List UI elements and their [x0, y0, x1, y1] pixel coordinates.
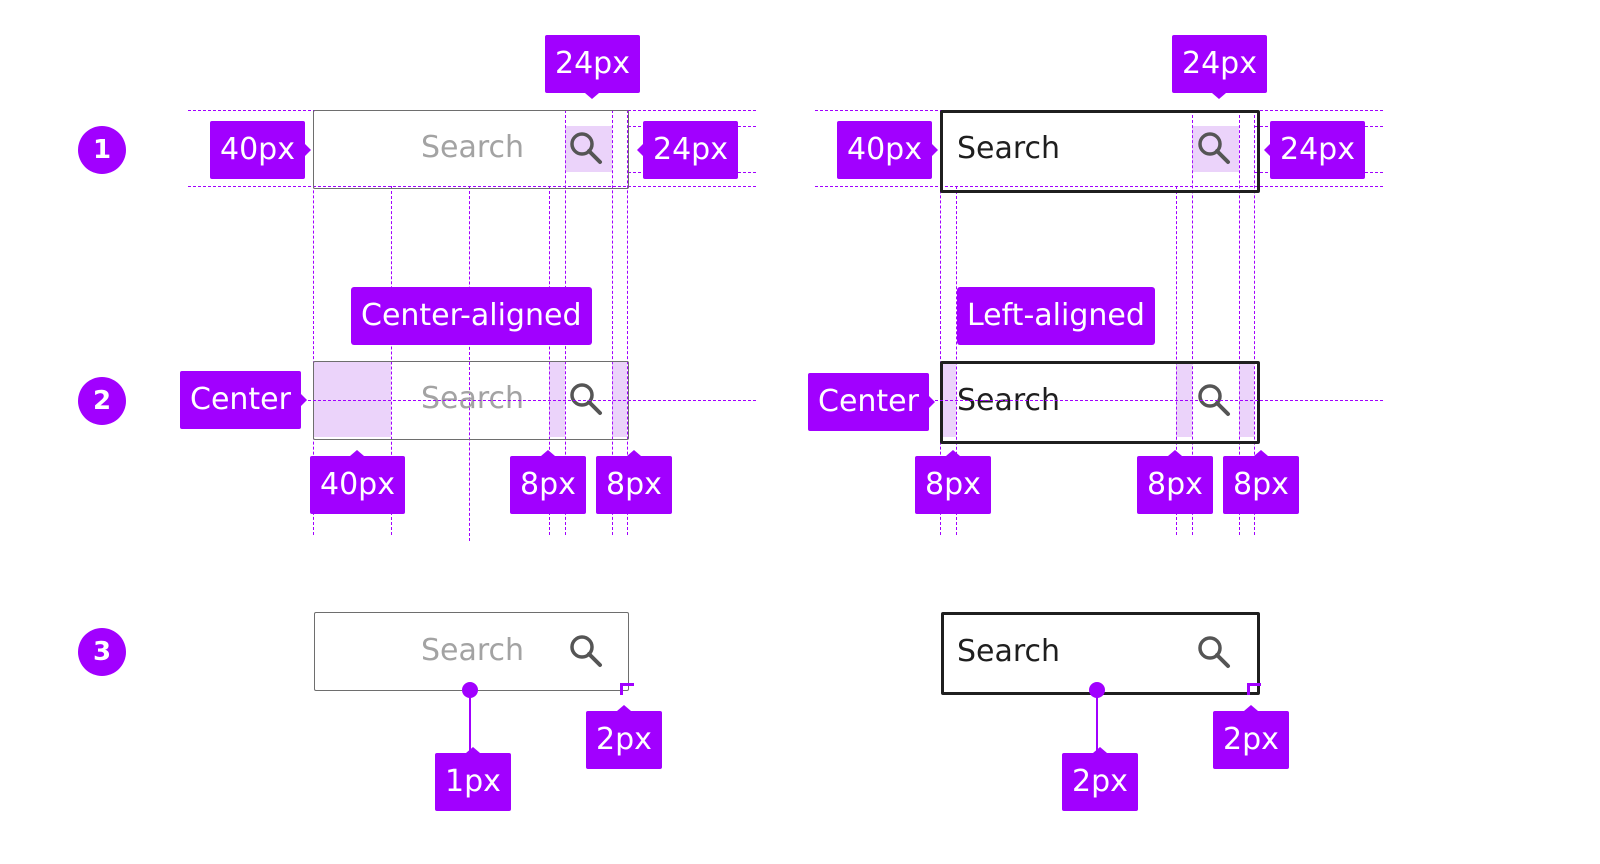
search-field-center[interactable]: Search [313, 110, 629, 189]
search-field-left[interactable]: Search [940, 110, 1260, 193]
search-placeholder: Search [957, 383, 1061, 418]
icon-padding-tag: 8px [1223, 450, 1299, 514]
search-field-center[interactable]: Search [314, 612, 629, 691]
corner-radius-tag: 2px [1213, 705, 1289, 769]
icon-gap-tag: 8px [1137, 450, 1213, 514]
radius-marker [1247, 683, 1261, 695]
corner-radius-tag: 2px [586, 705, 662, 769]
border-marker-dot [1089, 682, 1105, 698]
alignment-tag: Center-aligned [351, 287, 592, 345]
radius-marker [620, 683, 634, 695]
search-field-center[interactable]: Search [313, 361, 629, 440]
icon-size-tag: 24px [545, 35, 640, 99]
height-tag: 40px [210, 121, 311, 179]
icon-gap-tag: 8px [510, 450, 586, 514]
icon-area-tag: 24px [637, 121, 738, 179]
magnifier-icon[interactable] [568, 381, 604, 417]
vertical-center-tag: Center [808, 373, 935, 431]
icon-size-tag: 24px [1172, 35, 1267, 99]
magnifier-icon[interactable] [1196, 634, 1232, 670]
step-badge-2: 2 [78, 377, 126, 425]
alignment-tag: Left-aligned [957, 287, 1155, 345]
text-padding-tag: 8px [915, 450, 991, 514]
search-placeholder: Search [957, 131, 1061, 166]
magnifier-icon[interactable] [568, 130, 604, 166]
magnifier-icon[interactable] [1196, 130, 1232, 166]
step-badge-1: 1 [78, 126, 126, 174]
search-placeholder: Search [421, 381, 525, 416]
search-field-left[interactable]: Search [940, 361, 1260, 444]
step-badge-3: 3 [78, 628, 126, 676]
border-marker-dot [462, 682, 478, 698]
text-padding-tag: 40px [310, 450, 405, 514]
vertical-center-tag: Center [180, 371, 307, 429]
magnifier-icon[interactable] [568, 633, 604, 669]
magnifier-icon[interactable] [1196, 382, 1232, 418]
height-tag: 40px [837, 121, 938, 179]
border-width-tag: 2px [1062, 747, 1138, 811]
search-placeholder: Search [421, 633, 525, 668]
icon-area-tag: 24px [1264, 121, 1365, 179]
search-placeholder: Search [421, 130, 525, 165]
border-width-tag: 1px [435, 747, 511, 811]
search-placeholder: Search [957, 634, 1061, 669]
icon-padding-tag: 8px [596, 450, 672, 514]
